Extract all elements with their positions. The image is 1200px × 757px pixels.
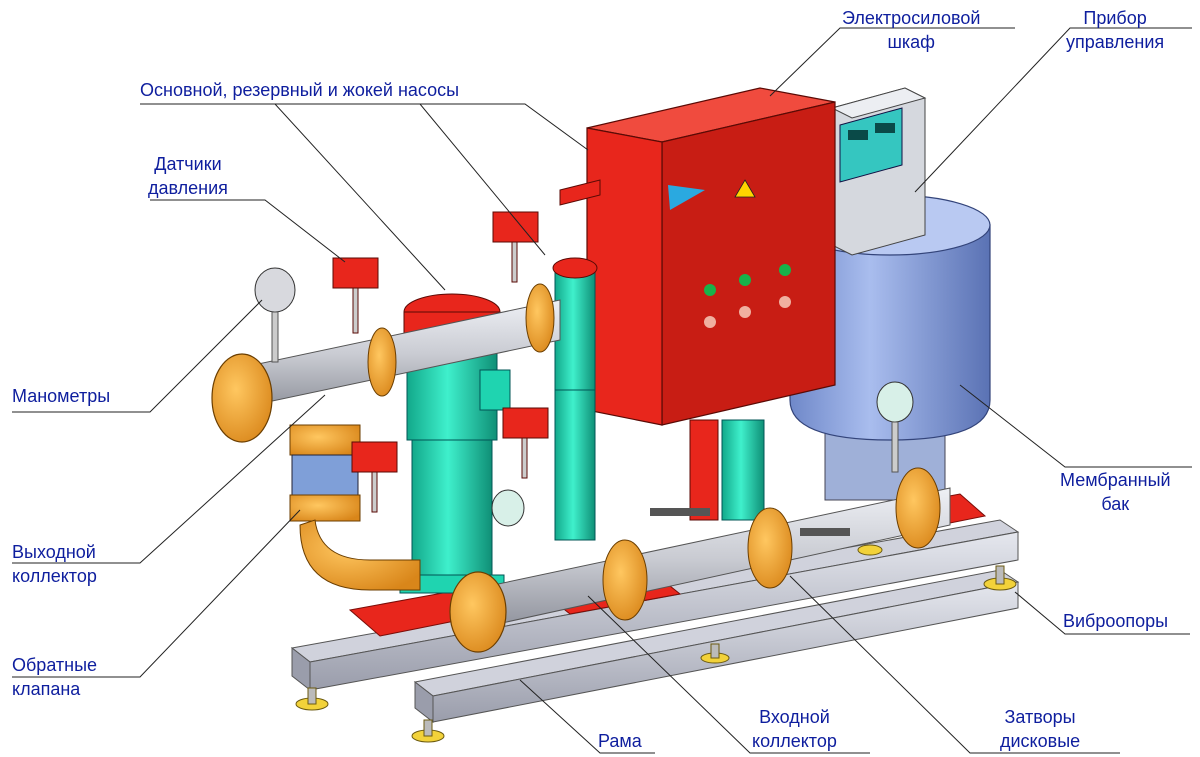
leader-butterfly-valves [789, 575, 1120, 754]
label-outlet-collector: Выходной коллектор [12, 540, 97, 588]
pressure-gauges [254, 267, 914, 527]
outlet-collector [211, 283, 561, 443]
label-pressure-sensors-line1: Датчики [154, 154, 222, 174]
inlet-collector [449, 487, 951, 653]
label-vibration-mounts: Виброопоры [1063, 609, 1168, 633]
label-pumps-text: Основной, резервный и жокей насосы [140, 80, 460, 100]
label-butterfly-valves-line2: дисковые [1000, 731, 1081, 751]
leader-control-device [914, 27, 1192, 193]
label-gauges: Манометры [12, 384, 110, 408]
butterfly-valves [602, 467, 941, 621]
leader-power-cabinet [769, 27, 1015, 97]
label-pressure-sensors: Датчики давления [148, 152, 228, 200]
label-butterfly-valves: Затворы дисковые [1000, 705, 1080, 753]
label-inlet-collector: Входной коллектор [752, 705, 837, 753]
label-gauges-text: Манометры [12, 386, 111, 406]
vibration-mounts [295, 544, 1017, 743]
label-outlet-collector-line1: Выходной [12, 542, 96, 562]
check-valves [289, 424, 421, 591]
label-control-device-line1: Прибор [1083, 8, 1147, 28]
label-butterfly-valves-line1: Затворы [1004, 707, 1076, 727]
label-control-device-line2: управления [1066, 32, 1165, 52]
label-power-cabinet-line2: шкаф [887, 32, 935, 52]
label-membrane-tank-line1: Мембранный [1060, 470, 1171, 490]
leader-check-valves [12, 509, 301, 678]
label-membrane-tank-line2: бак [1101, 494, 1130, 514]
label-frame: Рама [598, 729, 642, 753]
label-membrane-tank: Мембранный бак [1060, 468, 1171, 516]
label-vibration-mounts-text: Виброопоры [1063, 611, 1169, 631]
leader-frame [519, 679, 655, 754]
label-pumps: Основной, резервный и жокей насосы [140, 78, 459, 102]
leader-vibration-mounts [1014, 591, 1190, 635]
leader-gauges [12, 299, 263, 413]
power-cabinet [559, 87, 836, 541]
label-outlet-collector-line2: коллектор [12, 566, 97, 586]
label-power-cabinet-line1: Электросиловой [842, 8, 981, 28]
leader-membrane-tank [959, 384, 1192, 468]
label-check-valves: Обратные клапана [12, 653, 97, 701]
control-device [830, 87, 927, 256]
leader-lines [12, 27, 1192, 754]
label-pressure-sensors-line2: давления [148, 178, 228, 198]
label-frame-text: Рама [598, 731, 642, 751]
leader-pressure-sensors [150, 199, 346, 263]
label-control-device: Прибор управления [1066, 6, 1164, 54]
label-inlet-collector-line1: Входной [759, 707, 830, 727]
label-inlet-collector-line2: коллектор [752, 731, 837, 751]
pump-jockey [721, 419, 765, 521]
leader-outlet-collector [12, 394, 326, 564]
pump-reserve [552, 257, 598, 541]
pressure-sensors [332, 211, 549, 513]
label-check-valves-line2: клапана [12, 679, 81, 699]
label-check-valves-line1: Обратные [12, 655, 98, 675]
label-power-cabinet: Электросиловой шкаф [842, 6, 980, 54]
leader-inlet-collector [587, 595, 870, 754]
